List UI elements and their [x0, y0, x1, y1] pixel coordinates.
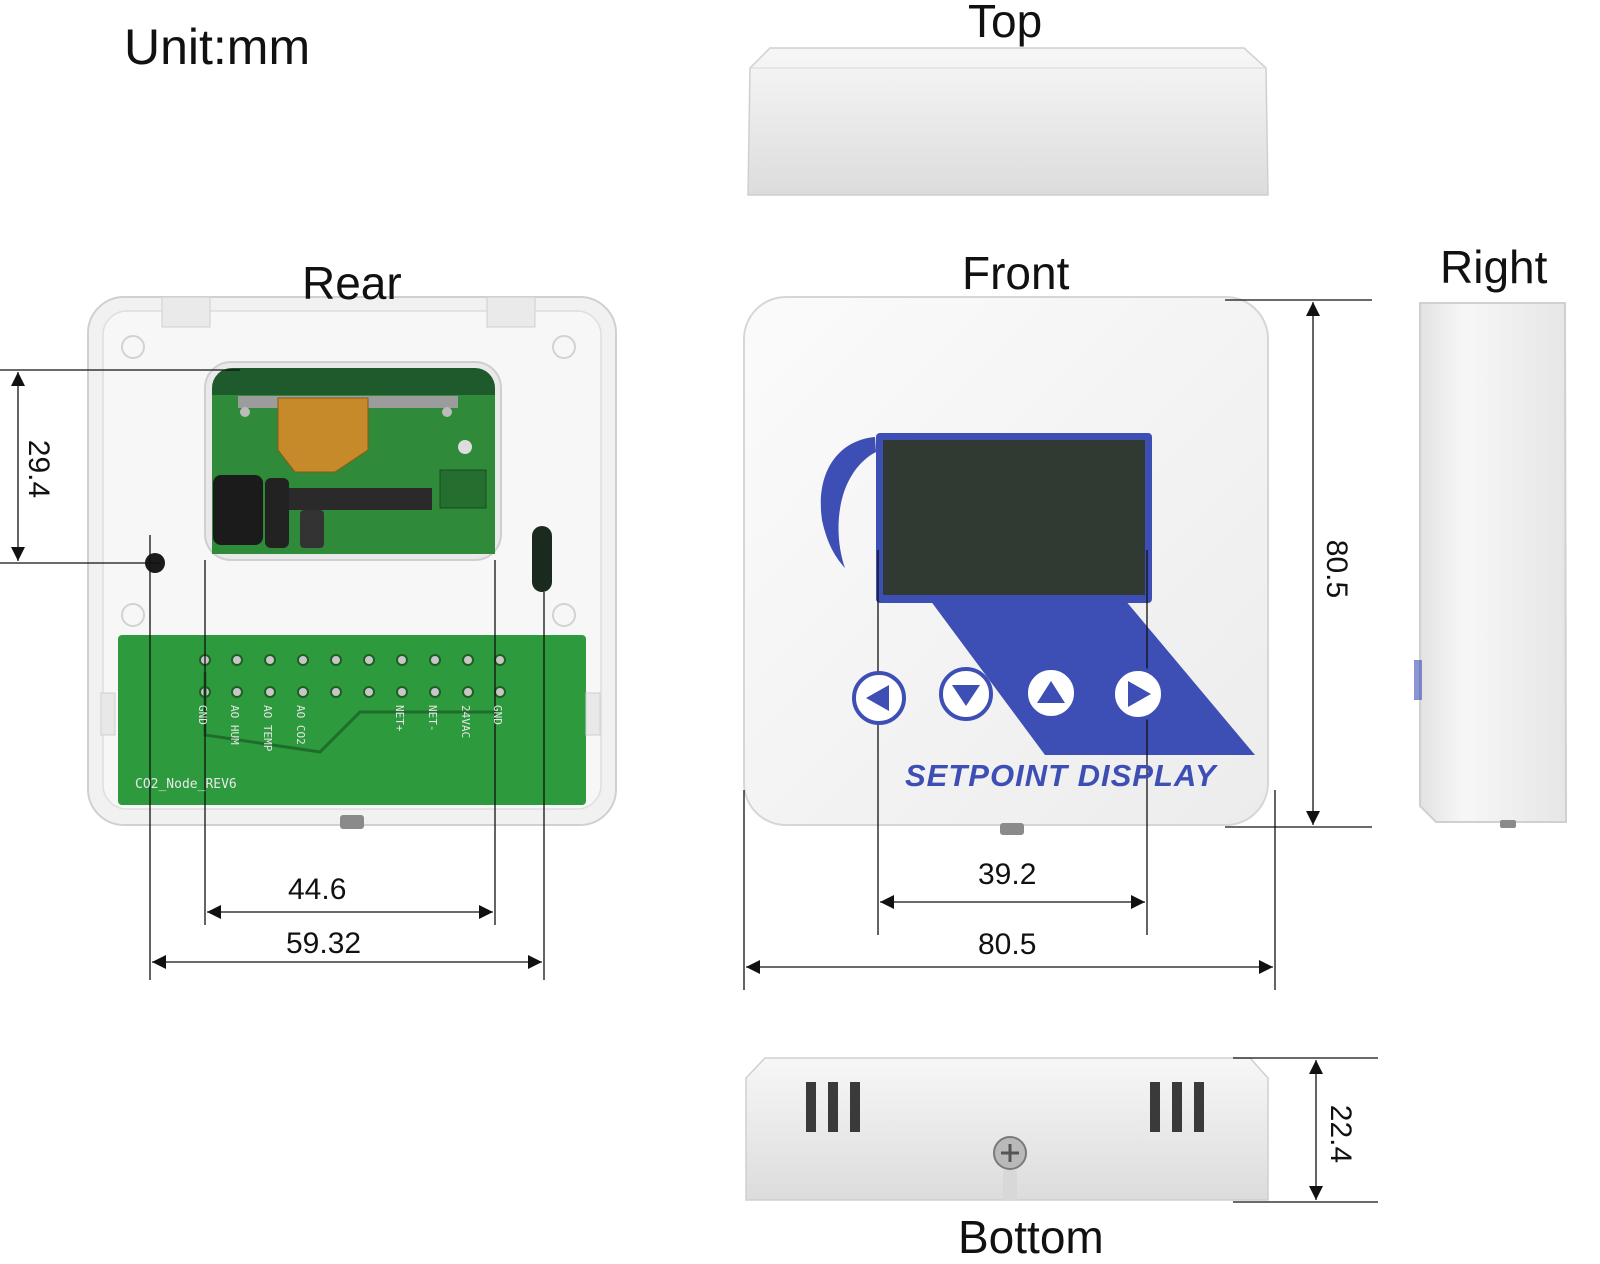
left-button[interactable]: [851, 670, 907, 726]
pcb-terminal-hole: [264, 654, 276, 666]
pcb-terminal-hole: [494, 686, 506, 698]
display-caption: SETPOINT DISPLAY: [905, 758, 1217, 793]
pcb-terminal-hole: [429, 686, 441, 698]
terminal-label: NET-: [426, 705, 439, 732]
dim-rear-height: 29.4: [22, 439, 55, 499]
pcb-terminal-hole: [494, 654, 506, 666]
rear-view: [87, 296, 617, 829]
logo-swoosh: [820, 437, 876, 568]
pcb-terminal-hole: [264, 686, 276, 698]
view-title-front: Front: [962, 247, 1070, 299]
pcb-terminal-hole: [396, 654, 408, 666]
pcb-terminal-hole: [330, 654, 342, 666]
terminal-label: AO HUM: [228, 705, 241, 745]
pcb-terminal-hole: [297, 686, 309, 698]
board-label: CO2_Node_REV6: [135, 777, 237, 792]
dim-front-screen-width: 39.2: [978, 858, 1037, 891]
left-arrow-icon: [852, 671, 906, 725]
pcb-terminal-hole: [396, 686, 408, 698]
unit-label: Unit:mm: [124, 19, 311, 75]
pcb-terminal-hole: [231, 686, 243, 698]
pcb-terminal-hole: [330, 686, 342, 698]
terminal-label: NET+: [393, 705, 406, 732]
view-title-bottom: Bottom: [958, 1211, 1104, 1263]
pcb-terminal-hole: [363, 654, 375, 666]
front-view: [743, 296, 1269, 835]
terminal-label: AO CO2: [294, 705, 307, 745]
pcb-terminal-hole: [231, 654, 243, 666]
pcb-terminal-hole: [462, 654, 474, 666]
dim-rear-inner-width: 44.6: [288, 873, 347, 906]
view-title-rear: Rear: [302, 257, 402, 309]
dim-rear-outer-width: 59.32: [286, 927, 362, 960]
dim-front-width: 80.5: [978, 928, 1037, 961]
dim-front-height: 80.5: [1320, 539, 1353, 599]
right-button[interactable]: [1110, 666, 1166, 722]
up-arrow-icon: [1024, 666, 1078, 720]
top-view: [747, 47, 1269, 196]
terminal-label: GND: [491, 705, 504, 725]
logo-band: [930, 600, 1255, 755]
pcb-terminal-hole: [297, 654, 309, 666]
dimension-lines: [0, 299, 1378, 1203]
up-button[interactable]: [1023, 665, 1079, 721]
bottom-view: [745, 1057, 1269, 1201]
terminal-label: AO TEMP: [261, 705, 274, 752]
pcb-terminal-hole: [363, 686, 375, 698]
lcd-screen: [883, 440, 1145, 595]
dim-bottom-depth: 22.4: [1324, 1104, 1357, 1164]
down-button[interactable]: [938, 666, 994, 722]
view-title-right: Right: [1440, 241, 1548, 293]
down-arrow-icon: [939, 667, 993, 721]
pcb-terminal-hole: [429, 654, 441, 666]
pcb-terminal-hole: [462, 686, 474, 698]
right-arrow-icon: [1111, 667, 1165, 721]
right-view: [1414, 302, 1568, 828]
view-title-top: Top: [968, 0, 1043, 47]
terminal-label: GND: [196, 705, 209, 725]
terminal-label: 24VAC: [459, 705, 472, 739]
